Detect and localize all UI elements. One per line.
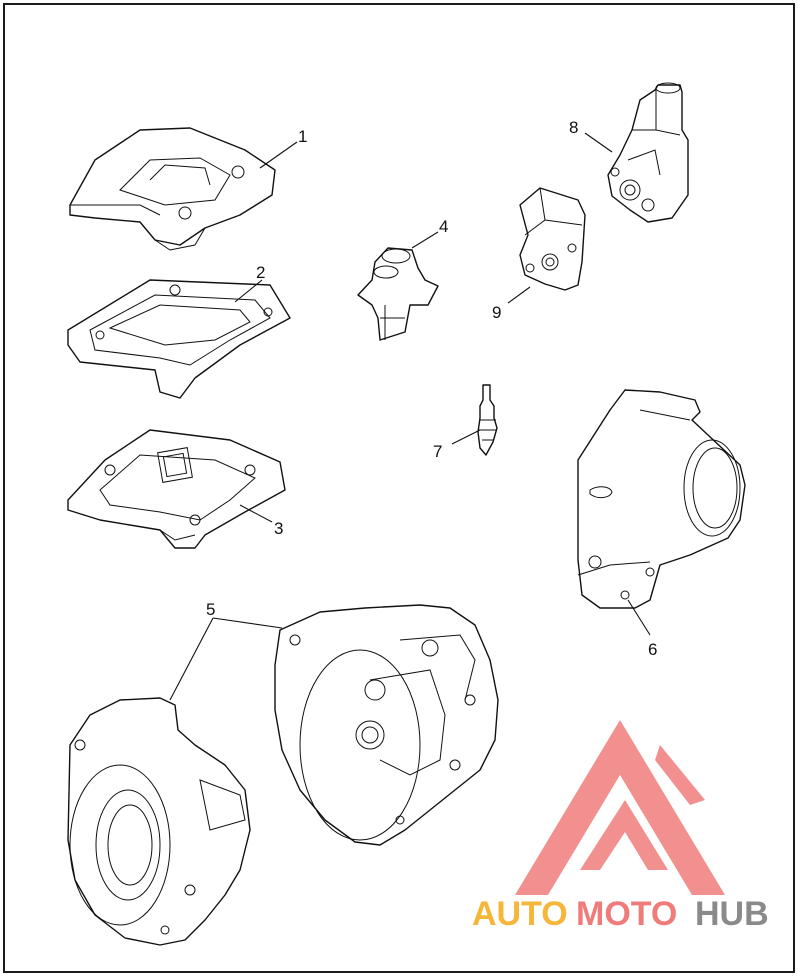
callout-7: 7 xyxy=(433,442,442,461)
watermark-inner-triangle-icon xyxy=(580,800,668,870)
part-4-breather xyxy=(357,247,439,341)
callout-2: 2 xyxy=(256,263,265,282)
watermark-triangle-icon xyxy=(515,720,725,895)
callout-3: 3 xyxy=(274,519,283,538)
part-8-oil-pump xyxy=(607,82,689,223)
part-5-gearcase-left xyxy=(67,697,251,946)
callout-5: 5 xyxy=(206,600,215,619)
part-2-gasket xyxy=(67,279,291,399)
callout-9: 9 xyxy=(492,303,501,322)
callout-labels: 1 2 3 4 5 6 7 8 9 xyxy=(206,118,657,659)
part-9-bracket xyxy=(519,187,586,291)
watermark-text-moto: MOTO xyxy=(576,895,677,933)
callout-8: 8 xyxy=(569,118,578,137)
part-7-spark-plug xyxy=(477,384,498,456)
watermark-logo: AUTO MOTO HUB xyxy=(472,720,769,933)
callout-6: 6 xyxy=(648,640,657,659)
part-6-cam-cover xyxy=(577,389,746,609)
part-5-transmission-case xyxy=(274,604,499,846)
watermark-text-auto: AUTO xyxy=(472,895,568,933)
part-3-rocker-base xyxy=(67,429,286,549)
part-1-rocker-cover xyxy=(69,127,276,251)
watermark-text-hub: HUB xyxy=(695,895,769,933)
callout-4: 4 xyxy=(439,217,448,236)
callout-1: 1 xyxy=(298,127,307,146)
leader-lines xyxy=(169,132,651,701)
